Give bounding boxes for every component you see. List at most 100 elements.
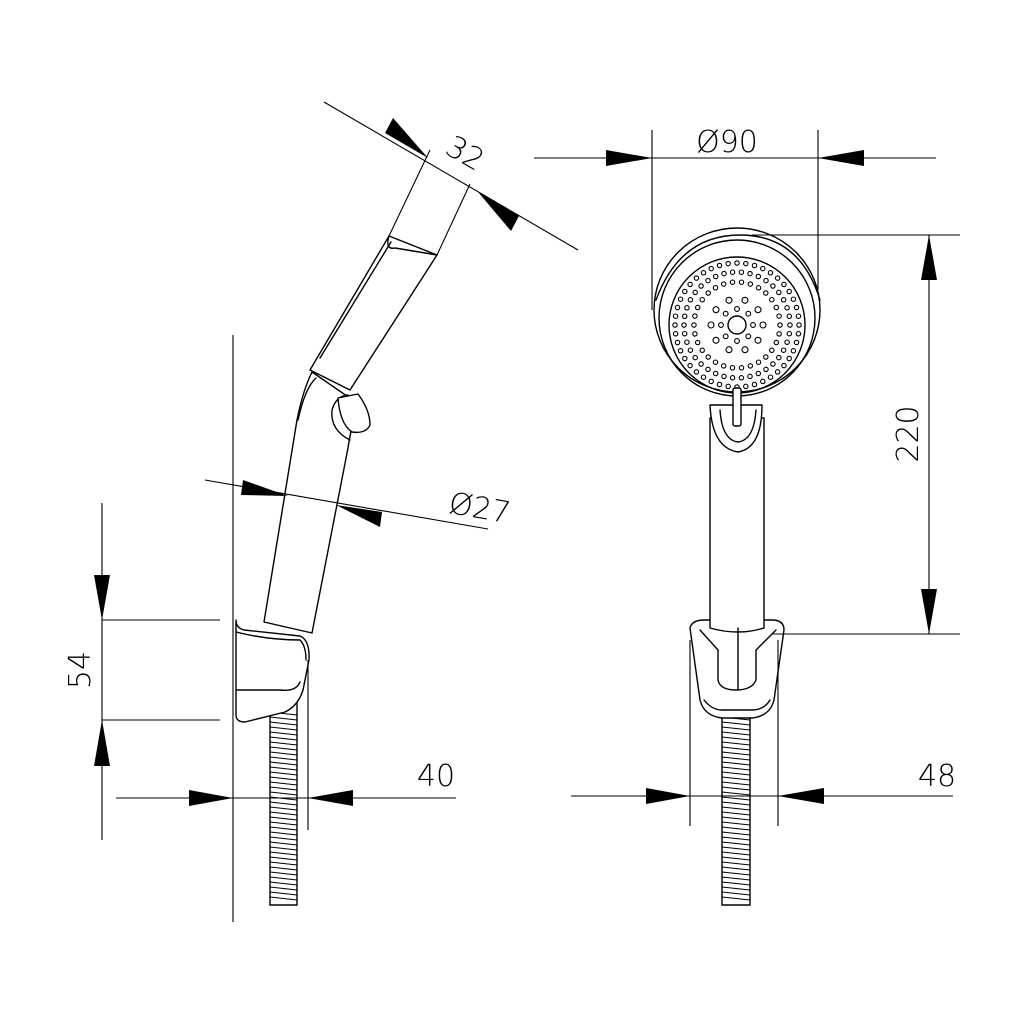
side-hose <box>269 699 298 906</box>
dim-90: Ø90 <box>534 125 936 310</box>
nozzle <box>770 283 776 289</box>
dim-27-arrow-left <box>241 480 288 496</box>
hose-coil <box>721 866 751 871</box>
hose-coil <box>721 791 751 796</box>
hose-coil <box>269 831 298 836</box>
nozzle <box>763 290 769 296</box>
nozzle <box>681 313 688 320</box>
hose-coil <box>269 741 298 746</box>
nozzle <box>741 346 749 354</box>
hose-coil <box>269 721 298 726</box>
nozzle <box>790 348 797 354</box>
dim-40-arrow-left <box>189 790 233 806</box>
spray-nozzles <box>672 260 802 390</box>
dim-48-arrow-left <box>646 788 690 804</box>
hose-coil <box>721 891 751 896</box>
dim-27-label: Ø27 <box>446 486 513 531</box>
nozzle <box>729 375 736 381</box>
hose-coil <box>269 801 298 806</box>
hose-coil <box>721 896 751 901</box>
nozzle <box>672 331 679 337</box>
hose-coil <box>269 726 298 731</box>
nozzle <box>734 338 740 344</box>
hose-coil <box>721 721 751 726</box>
nozzle <box>754 336 762 344</box>
nozzle <box>780 297 787 303</box>
hose-coil <box>269 776 298 781</box>
nozzle <box>716 381 723 388</box>
hose-coil <box>721 781 751 786</box>
nozzle <box>699 296 705 303</box>
hose-coil <box>721 801 751 806</box>
nozzle <box>712 306 720 314</box>
nozzle <box>692 289 698 296</box>
side-view: 32 Ø27 54 40 <box>63 101 579 922</box>
nozzle <box>763 354 769 360</box>
dim-48-arrow-right <box>778 788 824 804</box>
hose-coil <box>721 841 751 846</box>
hose-coil <box>269 836 298 841</box>
nozzle <box>718 322 724 328</box>
nozzle <box>708 265 714 272</box>
nozzle <box>780 347 787 353</box>
hose-coil <box>721 861 751 866</box>
nozzle <box>781 362 787 369</box>
side-head <box>309 235 438 434</box>
nozzle <box>755 370 762 377</box>
nozzle <box>712 359 719 365</box>
nozzle <box>694 339 701 346</box>
hose-coil <box>269 856 298 861</box>
dim-90-arrow-left <box>606 150 652 166</box>
hose-coil <box>721 886 751 891</box>
nozzle <box>707 321 715 329</box>
nozzle <box>729 279 736 285</box>
nozzle <box>692 331 698 337</box>
nozzle <box>738 365 745 371</box>
nozzle <box>747 363 754 369</box>
nozzle <box>692 354 698 361</box>
nozzle <box>705 277 711 284</box>
nozzle <box>677 348 684 354</box>
hose-coil <box>721 731 751 736</box>
hose-coil <box>721 726 751 731</box>
dim-54: 54 <box>63 503 220 840</box>
nozzle <box>773 339 780 346</box>
nozzle <box>795 313 802 319</box>
nozzle <box>677 296 684 302</box>
nozzle <box>773 304 780 311</box>
hose-coil <box>269 716 298 721</box>
hose-coil <box>269 851 298 856</box>
nozzle <box>716 262 723 269</box>
nozzle <box>681 330 688 337</box>
dim-32-arrow-left <box>385 118 428 158</box>
nozzle <box>777 322 783 328</box>
nozzle <box>712 336 720 344</box>
nozzle <box>700 270 707 276</box>
nozzle <box>793 339 800 346</box>
nozzle <box>720 363 727 369</box>
hose-coil <box>269 731 298 736</box>
hose-coil <box>269 751 298 756</box>
nozzle <box>720 281 727 287</box>
hose-coil <box>721 816 751 821</box>
nozzle <box>682 355 688 362</box>
nozzle <box>796 322 802 328</box>
nozzle <box>734 260 740 266</box>
nozzle <box>722 310 729 317</box>
hose-coil <box>269 861 298 866</box>
front-view: Ø90 220 48 <box>534 125 960 906</box>
nozzle <box>745 310 752 317</box>
nozzle <box>694 304 701 311</box>
nozzle <box>692 313 698 319</box>
nozzle <box>747 270 753 277</box>
hose-coil <box>721 826 751 831</box>
nozzle <box>784 339 790 345</box>
nozzle <box>729 269 736 275</box>
nozzle <box>776 354 782 361</box>
nozzle <box>787 322 793 328</box>
hose-coil <box>721 746 751 751</box>
nozzle <box>774 369 781 375</box>
hose-coil <box>721 741 751 746</box>
nozzle <box>725 260 731 267</box>
